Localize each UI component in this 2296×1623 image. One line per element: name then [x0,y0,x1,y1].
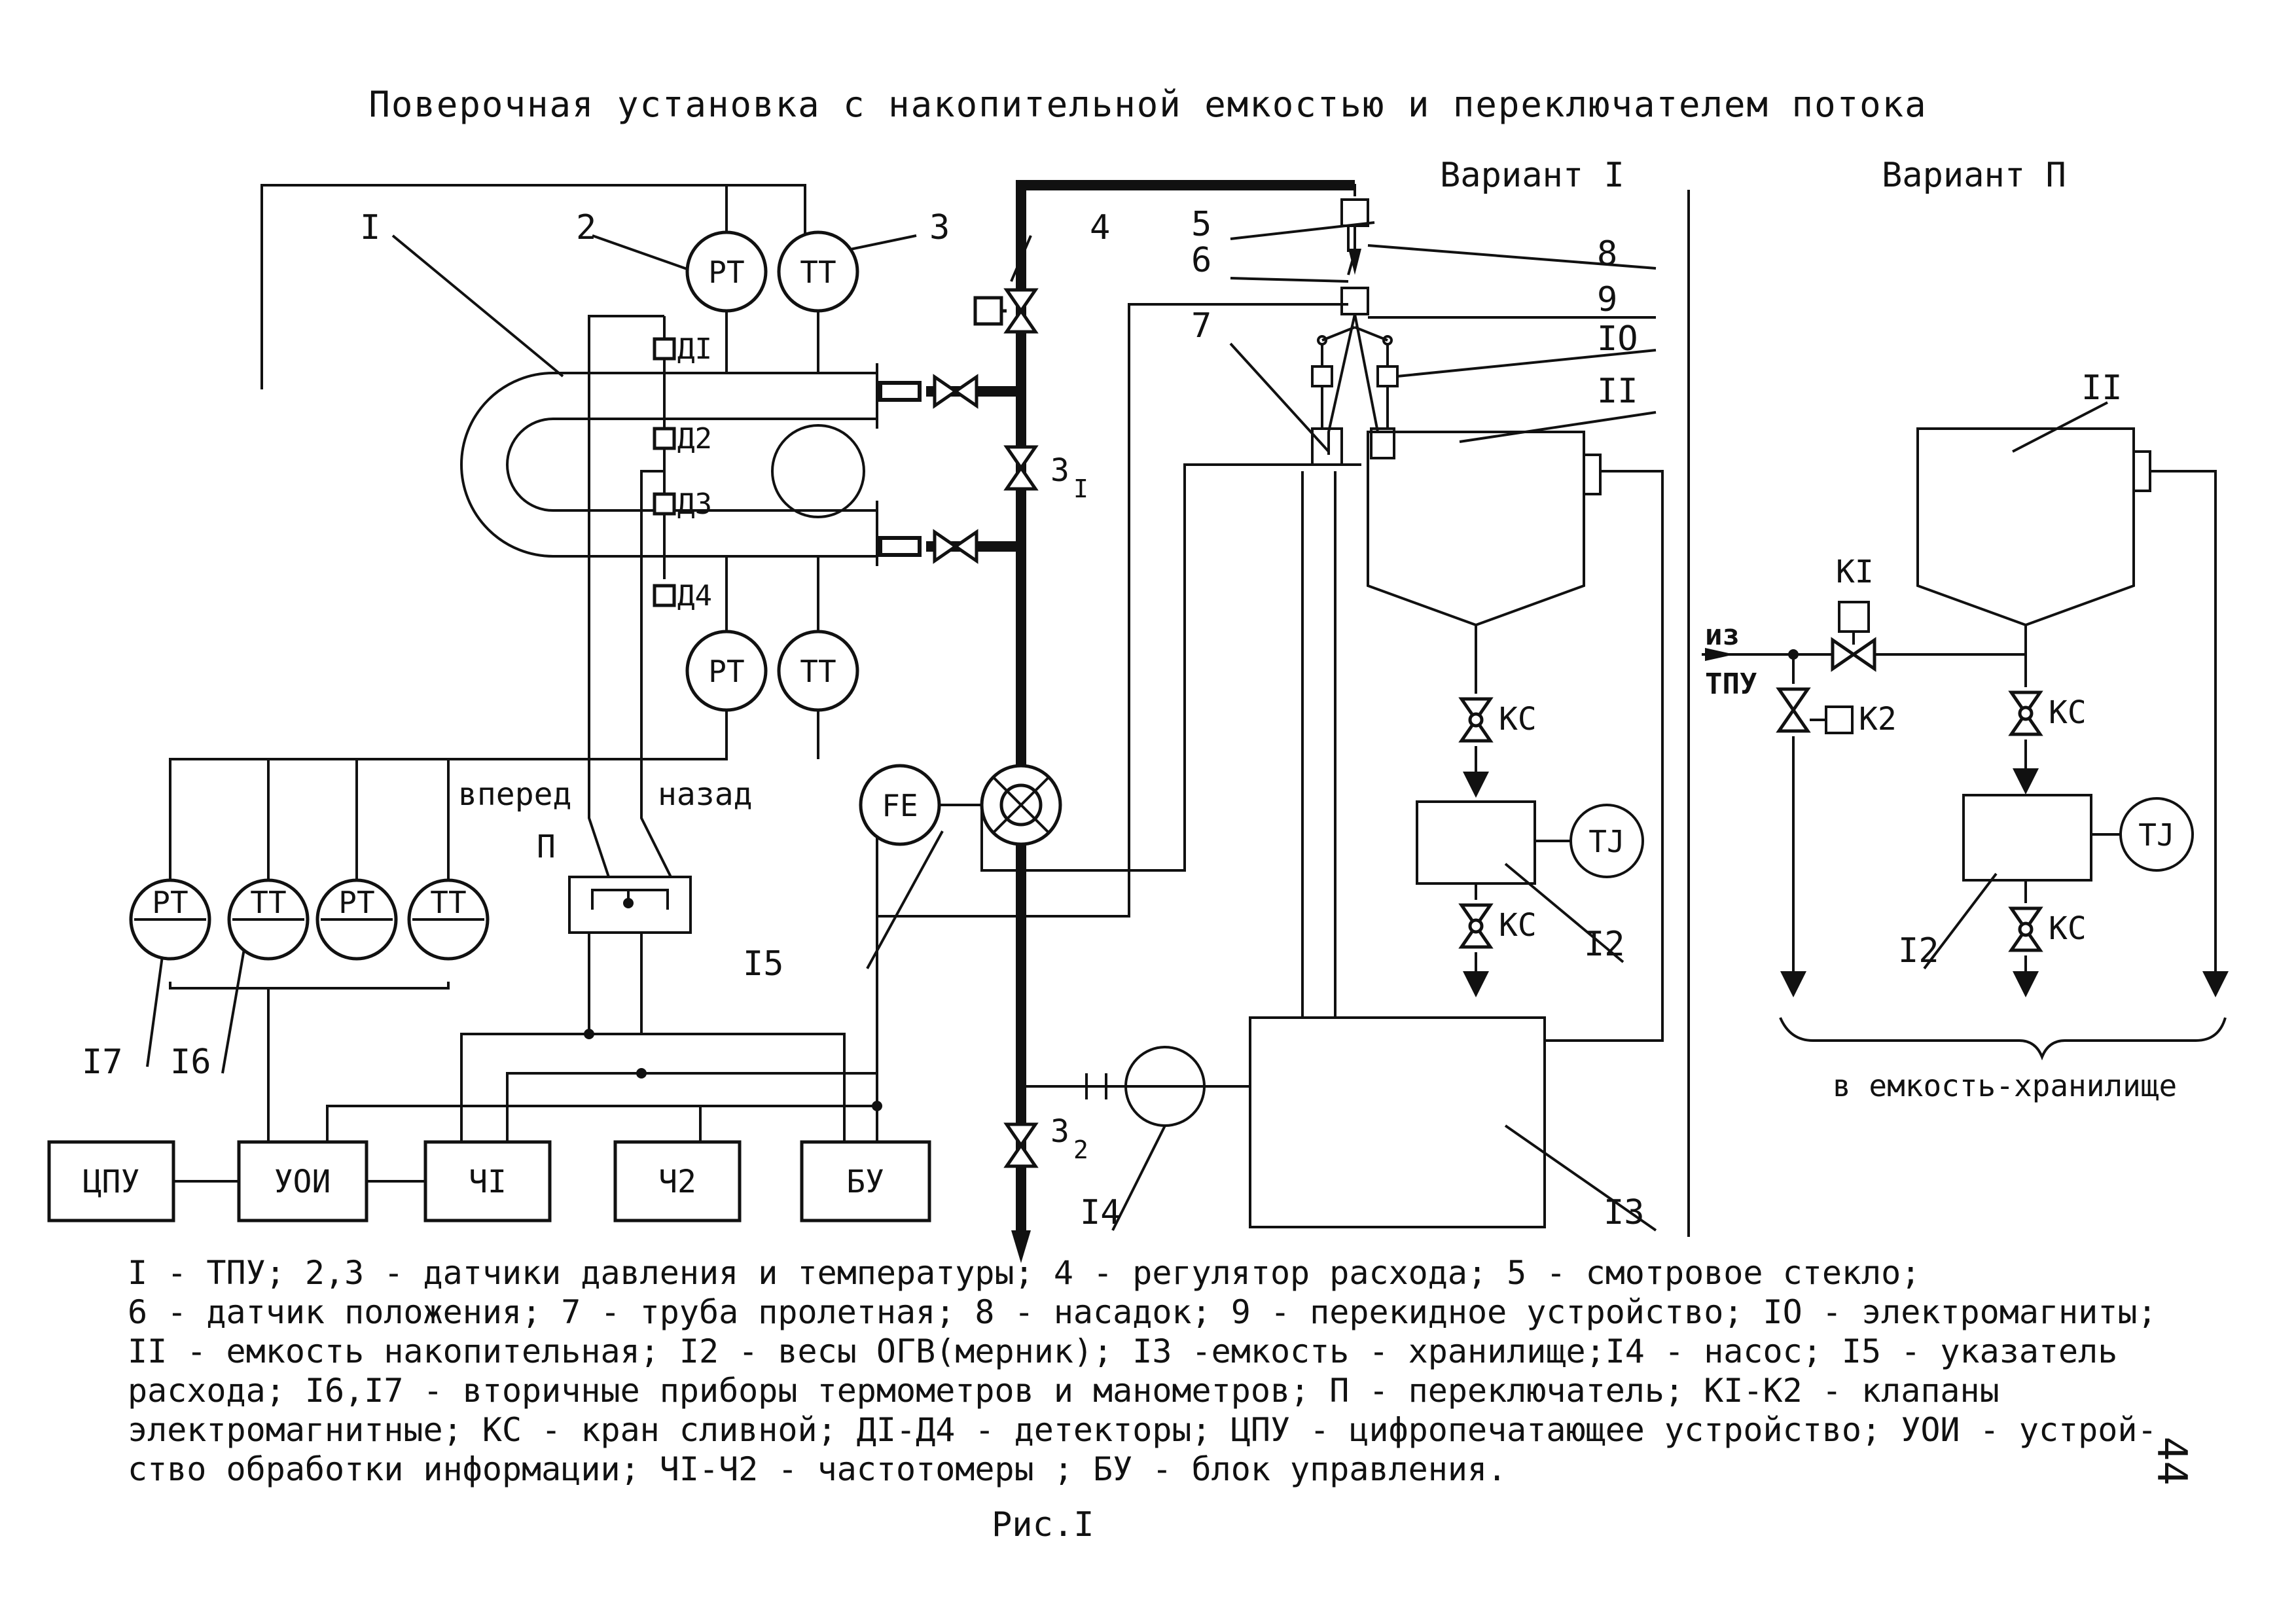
tt-secondary-1-label: TT [250,885,286,920]
inlet-label-line2: ТПУ [1705,668,1757,701]
callout-1: I [360,208,380,247]
callout-15: I5 [743,944,784,984]
valve-ks-4-label: КС [2049,910,2087,947]
callout-12: I2 [1584,925,1625,964]
valve-3-2-label: 3 [1050,1113,1069,1150]
callout-17: I7 [82,1043,123,1082]
legend: I - ТПУ; 2,3 - датчики давления и темпер… [128,1253,2202,1489]
legend-line: II - емкость накопительная; I2 - весы ОГ… [128,1332,2118,1370]
block-bu-label: БУ [846,1164,884,1200]
callout-16: I6 [170,1043,211,1082]
switch-label: П [537,829,556,865]
block-cpu-label: ЦПУ [83,1164,140,1200]
tt-secondary-2-label: TT [430,885,466,920]
valve-ks-1-label: КС [1499,701,1537,738]
valve-ks-2-label: КС [1499,907,1537,944]
valve-k2-label: К2 [1859,701,1897,738]
tj-label: TJ [1588,824,1624,859]
legend-line: расхода; I6,I7 - вторичные приборы термо… [128,1372,2000,1410]
detector-2-label: Д2 [677,422,712,455]
tt-upper-label: TT [800,255,836,290]
valve-ks-3-label: КС [2049,694,2087,731]
legend-line: электромагнитные; КС - кран сливной; ДI-… [128,1411,2157,1449]
pt-lower-label: PT [708,654,744,689]
callout-6: 6 [1191,241,1211,280]
tj-label-2: TJ [2138,817,2174,853]
legend-line: 6 - датчик положения; 7 - труба пролетна… [128,1293,2157,1331]
diagram-title: Поверочная установка с накопительной емк… [368,84,1928,125]
detector-4-label: Д4 [677,579,712,613]
figure-caption: Рис.I [992,1505,1094,1544]
pt-upper-label: PT [708,255,744,290]
block-uoi-label: УОИ [274,1164,331,1200]
callout-2: 2 [576,208,596,247]
variant-2-label: Вариант П [1882,156,2066,195]
storage-label: в емкость-хранилище [1833,1068,2177,1103]
page-number: 44 [2148,1436,2196,1486]
valve-3-1-sub: I [1073,474,1088,503]
detector-1-label: ДI [677,332,712,366]
callout-11b: II [2081,368,2123,408]
callout-11: II [1597,372,1638,411]
pt-secondary-1-label: PT [152,885,188,920]
inlet-label-line1: из [1705,618,1740,652]
detector-3-label: Д3 [677,488,712,521]
flow-forward-label: вперед [458,776,571,813]
variant-1-label: Вариант I [1440,156,1624,195]
fe-label: FE [882,788,918,823]
block-ch2-label: Ч2 [658,1164,696,1200]
callout-9: 9 [1597,280,1617,319]
valve-3-2-sub: 2 [1073,1135,1088,1164]
valve-k1-label: КI [1836,554,1874,590]
flow-back-label: назад [658,776,753,813]
callout-7: 7 [1191,306,1211,346]
tt-lower-label: TT [800,654,836,689]
callout-8: 8 [1597,234,1617,274]
callout-3: 3 [929,208,950,247]
callout-5: 5 [1191,205,1211,244]
callout-4: 4 [1090,208,1110,247]
legend-line: I - ТПУ; 2,3 - датчики давления и темпер… [128,1254,1921,1292]
callout-10: IO [1597,319,1638,359]
legend-line: ство обработки информации; ЧI-Ч2 - часто… [128,1450,1507,1488]
callout-13: I3 [1604,1193,1645,1232]
pt-secondary-2-label: PT [338,885,374,920]
block-ch1-label: ЧI [469,1164,507,1200]
callout-14: I4 [1080,1193,1121,1232]
valve-3-1-label: 3 [1050,452,1069,489]
callout-12b: I2 [1898,931,1939,971]
